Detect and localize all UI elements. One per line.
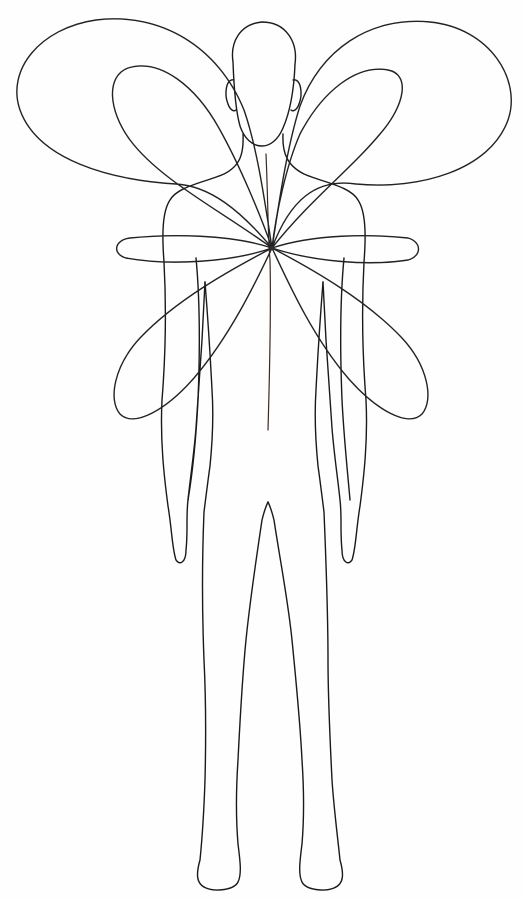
head-outline: [232, 22, 295, 146]
petal-right-horizontal: [272, 236, 419, 263]
petal-lower-left: [114, 248, 272, 419]
heart-center-point: [270, 246, 274, 250]
petal-left-horizontal: [117, 236, 272, 262]
spine-line: [266, 154, 270, 430]
left-body-contour: [161, 134, 243, 563]
right-torso-side: [268, 282, 342, 890]
right-body-contour: [283, 134, 367, 563]
petal-upper-left-large: [17, 19, 272, 248]
petal-rosette: [17, 19, 511, 419]
petal-upper-left-inner: [112, 66, 272, 248]
petal-lower-right: [272, 248, 428, 419]
left-torso-side: [198, 282, 268, 890]
human-body-outline: [161, 22, 366, 890]
petal-upper-right-large: [272, 21, 511, 248]
